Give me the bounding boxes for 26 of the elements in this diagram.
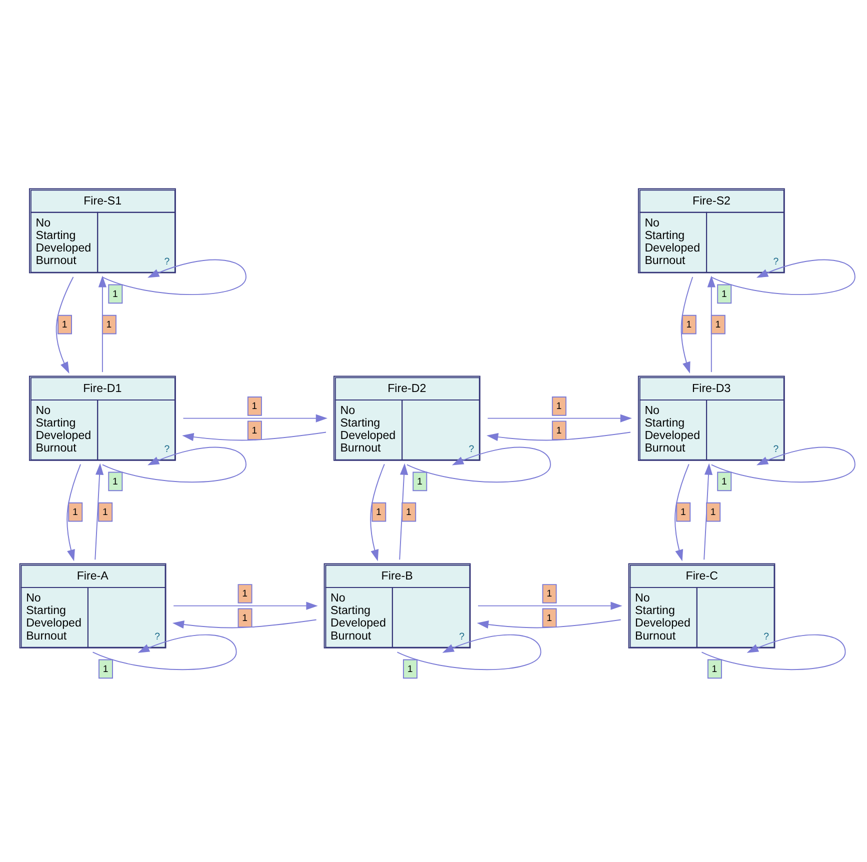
edge-label: 1 [712,663,718,674]
edge-label: 1 [721,476,727,487]
edge-label: 1 [252,424,258,436]
edge-label: 1 [406,506,412,518]
edge-label: 1 [715,318,721,330]
edge-label: 1 [106,318,112,330]
edge-label: 1 [242,588,248,600]
edge-label: 1 [72,506,78,518]
edge-label: 1 [62,318,68,330]
edge-label: 1 [686,318,692,330]
edge-label: 1 [376,506,382,518]
edge-label: 1 [680,506,686,518]
edge-label: 1 [112,288,118,300]
edge-label: 1 [102,663,108,674]
edge-label: 1 [546,612,552,624]
edge-label: 1 [242,612,248,624]
edge-label: 1 [556,424,562,436]
edge-label: 1 [546,588,552,600]
edge-label: 1 [710,506,716,518]
edge-label: 1 [416,476,422,487]
edge-label: 1 [102,506,108,518]
edge-label: 1 [252,400,258,412]
edge-label: 1 [721,288,727,300]
edge-label: 1 [407,663,413,674]
edge-label: 1 [556,400,562,412]
edge-label: 1 [112,476,118,487]
